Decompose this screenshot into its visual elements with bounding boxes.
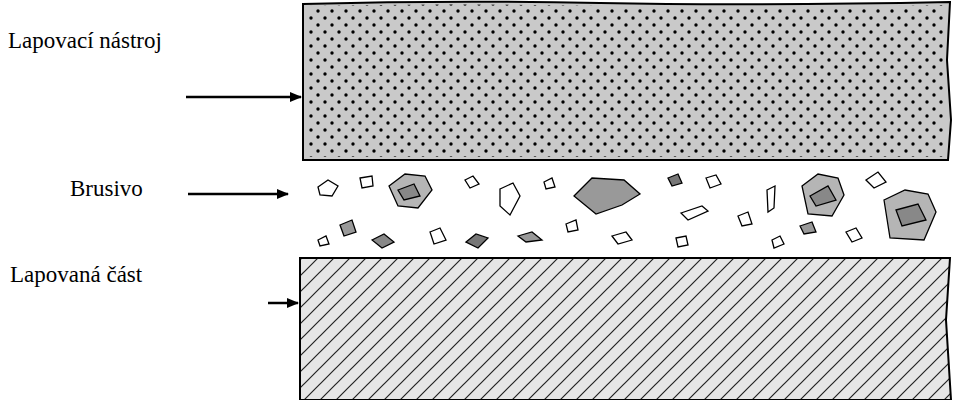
part-label: Lapovaná část <box>10 262 142 287</box>
leader-arrow <box>186 96 301 99</box>
lapped-part <box>300 258 951 400</box>
part-label: Lapovací nástroj <box>8 28 162 53</box>
lapping-tool <box>303 2 951 160</box>
leader-arrow <box>188 193 288 196</box>
tool-texture <box>306 5 945 158</box>
abrasive-grains <box>318 172 936 248</box>
leader-arrow <box>268 302 298 305</box>
part-label: Brusivo <box>70 176 143 201</box>
